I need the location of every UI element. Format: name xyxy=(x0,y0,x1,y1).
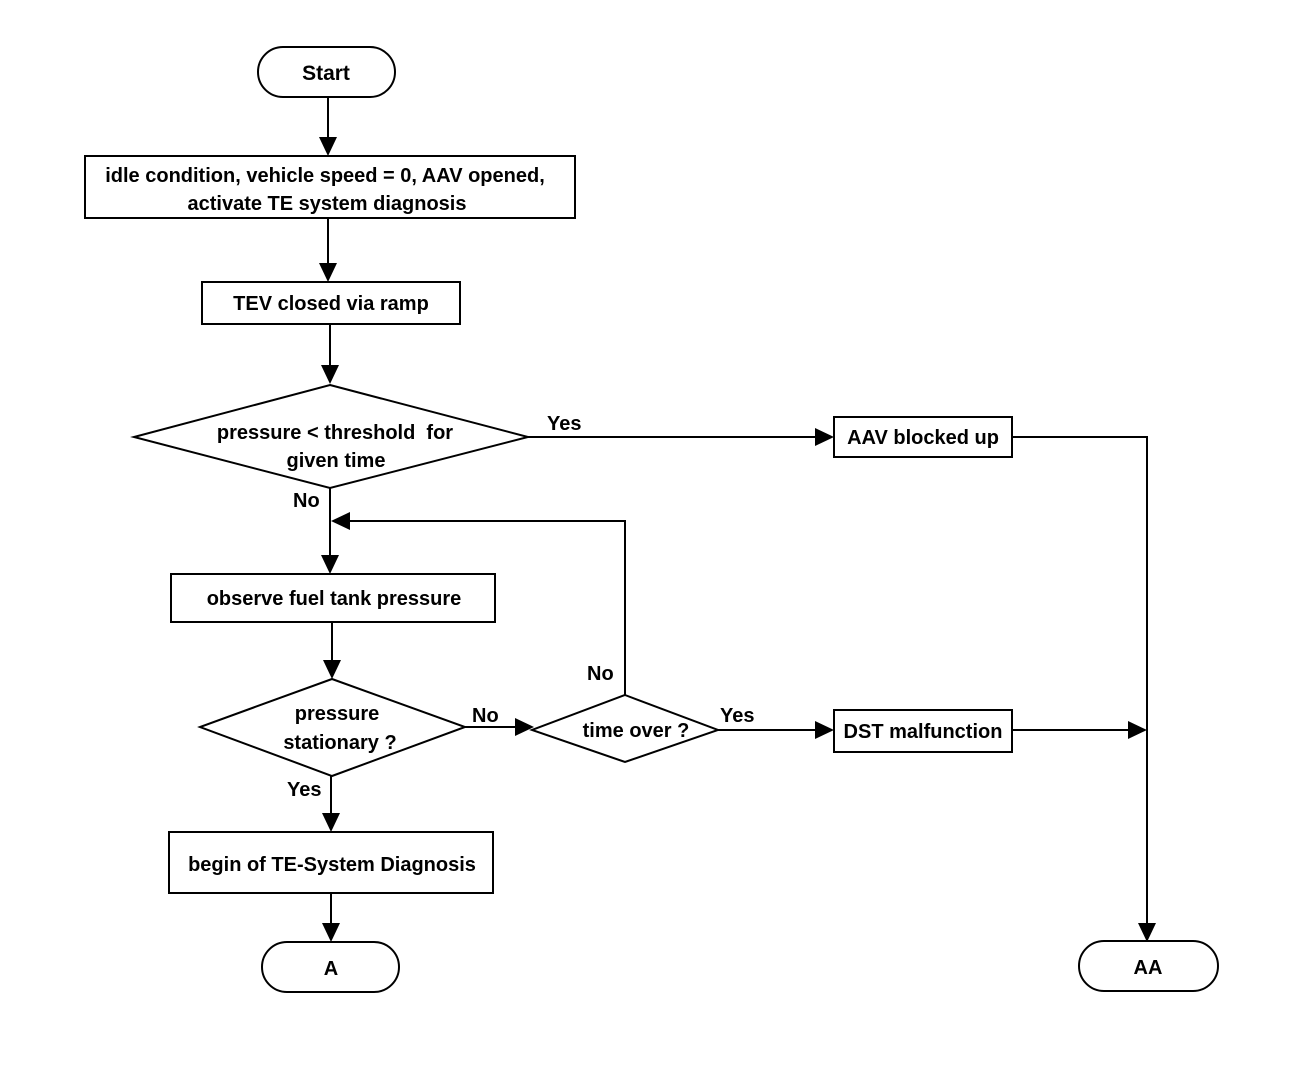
edge-label-time-over-no: No xyxy=(587,663,614,685)
connector-time-over-no-loop xyxy=(350,520,626,695)
arrowhead-observe-to-stationary xyxy=(323,660,341,679)
decision-threshold-line1: pressure < threshold for xyxy=(217,422,453,444)
connectors xyxy=(319,97,1156,942)
terminal-aa: AA xyxy=(1078,940,1219,992)
edge-label-threshold-no: No xyxy=(293,490,320,512)
process-tev-closed-label: TEV closed via ramp xyxy=(233,293,429,315)
arrowhead-to-aa xyxy=(1138,923,1156,942)
connector-aav-to-aa xyxy=(1012,436,1148,923)
process-idle-condition-line1: idle condition, vehicle speed = 0, AAV o… xyxy=(105,165,545,187)
decision-threshold-line2: given time xyxy=(287,450,386,472)
terminal-a: A xyxy=(261,941,400,993)
arrowhead-start-to-idle xyxy=(319,137,337,156)
arrowhead-to-observe xyxy=(321,555,339,574)
terminal-start-label: Start xyxy=(302,62,350,85)
terminal-aa-shape xyxy=(1078,940,1219,992)
process-observe-pressure-label: observe fuel tank pressure xyxy=(207,588,462,610)
process-dst-malfunction: DST malfunction xyxy=(833,709,1013,753)
arrowhead-begin-to-a xyxy=(322,923,340,942)
process-idle-condition: idle condition, vehicle speed = 0, AAV o… xyxy=(84,155,576,219)
decision-threshold-shape xyxy=(130,383,532,490)
arrowhead-loop-back xyxy=(331,512,350,530)
decision-stationary: pressure stationary ? xyxy=(197,677,468,778)
process-begin-diagnosis-shape xyxy=(168,831,494,894)
decision-stationary-line2: stationary ? xyxy=(283,732,396,754)
process-begin-diagnosis-label: begin of TE-System Diagnosis xyxy=(188,854,476,876)
process-idle-condition-line2: activate TE system diagnosis xyxy=(187,193,466,215)
edge-label-time-over-yes: Yes xyxy=(720,705,754,727)
terminal-a-shape xyxy=(261,941,400,993)
decision-stationary-shape xyxy=(197,677,468,778)
edge-label-stationary-yes: Yes xyxy=(287,779,321,801)
decision-time-over-shape xyxy=(529,693,721,764)
decision-threshold: pressure < threshold for given time xyxy=(130,383,532,490)
process-aav-blocked-shape xyxy=(833,416,1013,458)
arrowhead-threshold-yes xyxy=(815,428,834,446)
process-tev-closed: TEV closed via ramp xyxy=(201,281,461,325)
terminal-a-label: A xyxy=(324,958,338,980)
arrowhead-time-over-yes xyxy=(815,721,834,739)
arrowhead-idle-to-tev xyxy=(319,263,337,282)
process-aav-blocked: AAV blocked up xyxy=(833,416,1013,458)
decision-stationary-line1: pressure xyxy=(295,703,380,725)
process-observe-pressure: observe fuel tank pressure xyxy=(170,573,496,623)
process-dst-malfunction-shape xyxy=(833,709,1013,753)
process-observe-pressure-shape xyxy=(170,573,496,623)
arrowhead-stationary-no xyxy=(515,718,534,736)
process-aav-blocked-label: AAV blocked up xyxy=(847,427,999,449)
process-tev-closed-shape xyxy=(201,281,461,325)
terminal-aa-label: AA xyxy=(1134,957,1163,979)
arrowhead-stationary-yes xyxy=(322,813,340,832)
arrowhead-tev-to-threshold xyxy=(321,365,339,384)
terminal-start: Start xyxy=(257,46,396,98)
edge-label-threshold-yes: Yes xyxy=(547,413,581,435)
decision-time-over: time over ? xyxy=(529,693,721,764)
arrowhead-dst-to-right xyxy=(1128,721,1147,739)
decision-time-over-label: time over ? xyxy=(583,720,690,742)
edge-labels: Yes No No No Yes Yes xyxy=(287,413,754,801)
process-begin-diagnosis: begin of TE-System Diagnosis xyxy=(168,831,494,894)
terminal-start-shape xyxy=(257,46,396,98)
process-dst-malfunction-label: DST malfunction xyxy=(844,721,1003,743)
edge-label-stationary-no: No xyxy=(472,705,499,727)
process-idle-condition-shape xyxy=(84,155,576,219)
